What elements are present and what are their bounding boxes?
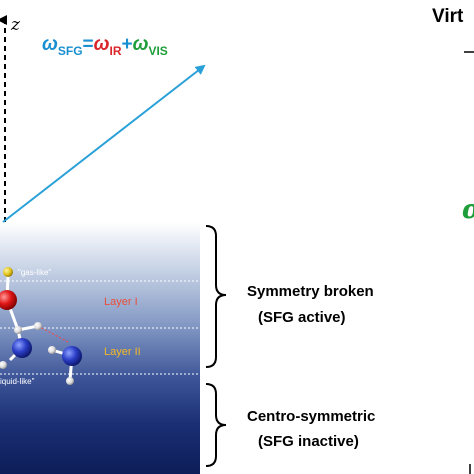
eq-term2: ω <box>133 34 149 55</box>
lower-bracket-line1: Centro-symmetric <box>247 408 375 425</box>
eq-lhs: ω <box>42 34 58 55</box>
oxygen-atom <box>0 290 17 310</box>
eq-equals: = <box>83 34 94 55</box>
upper-bracket <box>205 225 227 368</box>
eq-term1: ω <box>94 34 110 55</box>
lower-bracket-line2: (SFG inactive) <box>258 433 359 450</box>
nitrogen-atom <box>62 346 82 366</box>
nitrogen-atom <box>12 338 32 358</box>
right-cut-glyph: α <box>462 195 474 225</box>
liquid-like-note: iquid-like" <box>0 377 35 386</box>
hydrogen-atom <box>0 361 7 369</box>
liquid-region <box>0 222 200 474</box>
eq-term1-sub: IR <box>110 44 122 58</box>
lower-bracket <box>205 383 227 467</box>
molecule-cluster <box>0 267 82 385</box>
upper-bracket-line1: Symmetry broken <box>247 283 374 300</box>
right-cut-text: Virt <box>432 6 464 27</box>
eq-plus: + <box>122 34 133 55</box>
sulfur-atom <box>3 267 13 277</box>
upper-bracket-line2: (SFG active) <box>258 309 346 326</box>
hydrogen-atom <box>14 326 22 334</box>
hydrogen-atom <box>34 322 42 330</box>
sfg-beam-arrow <box>2 64 206 223</box>
eq-term2-sub: VIS <box>148 44 167 58</box>
hydrogen-atom <box>66 377 74 385</box>
z-axis-label: z <box>10 15 21 35</box>
gas-like-note: "gas-like" <box>18 268 51 277</box>
sfg-equation: ωSFG=ωIR+ωVIS <box>42 34 168 58</box>
layer-2-label: Layer II <box>104 346 141 358</box>
layer-1-label: Layer I <box>104 296 138 308</box>
eq-lhs-sub: SFG <box>58 44 83 58</box>
hydrogen-atom <box>48 346 56 354</box>
